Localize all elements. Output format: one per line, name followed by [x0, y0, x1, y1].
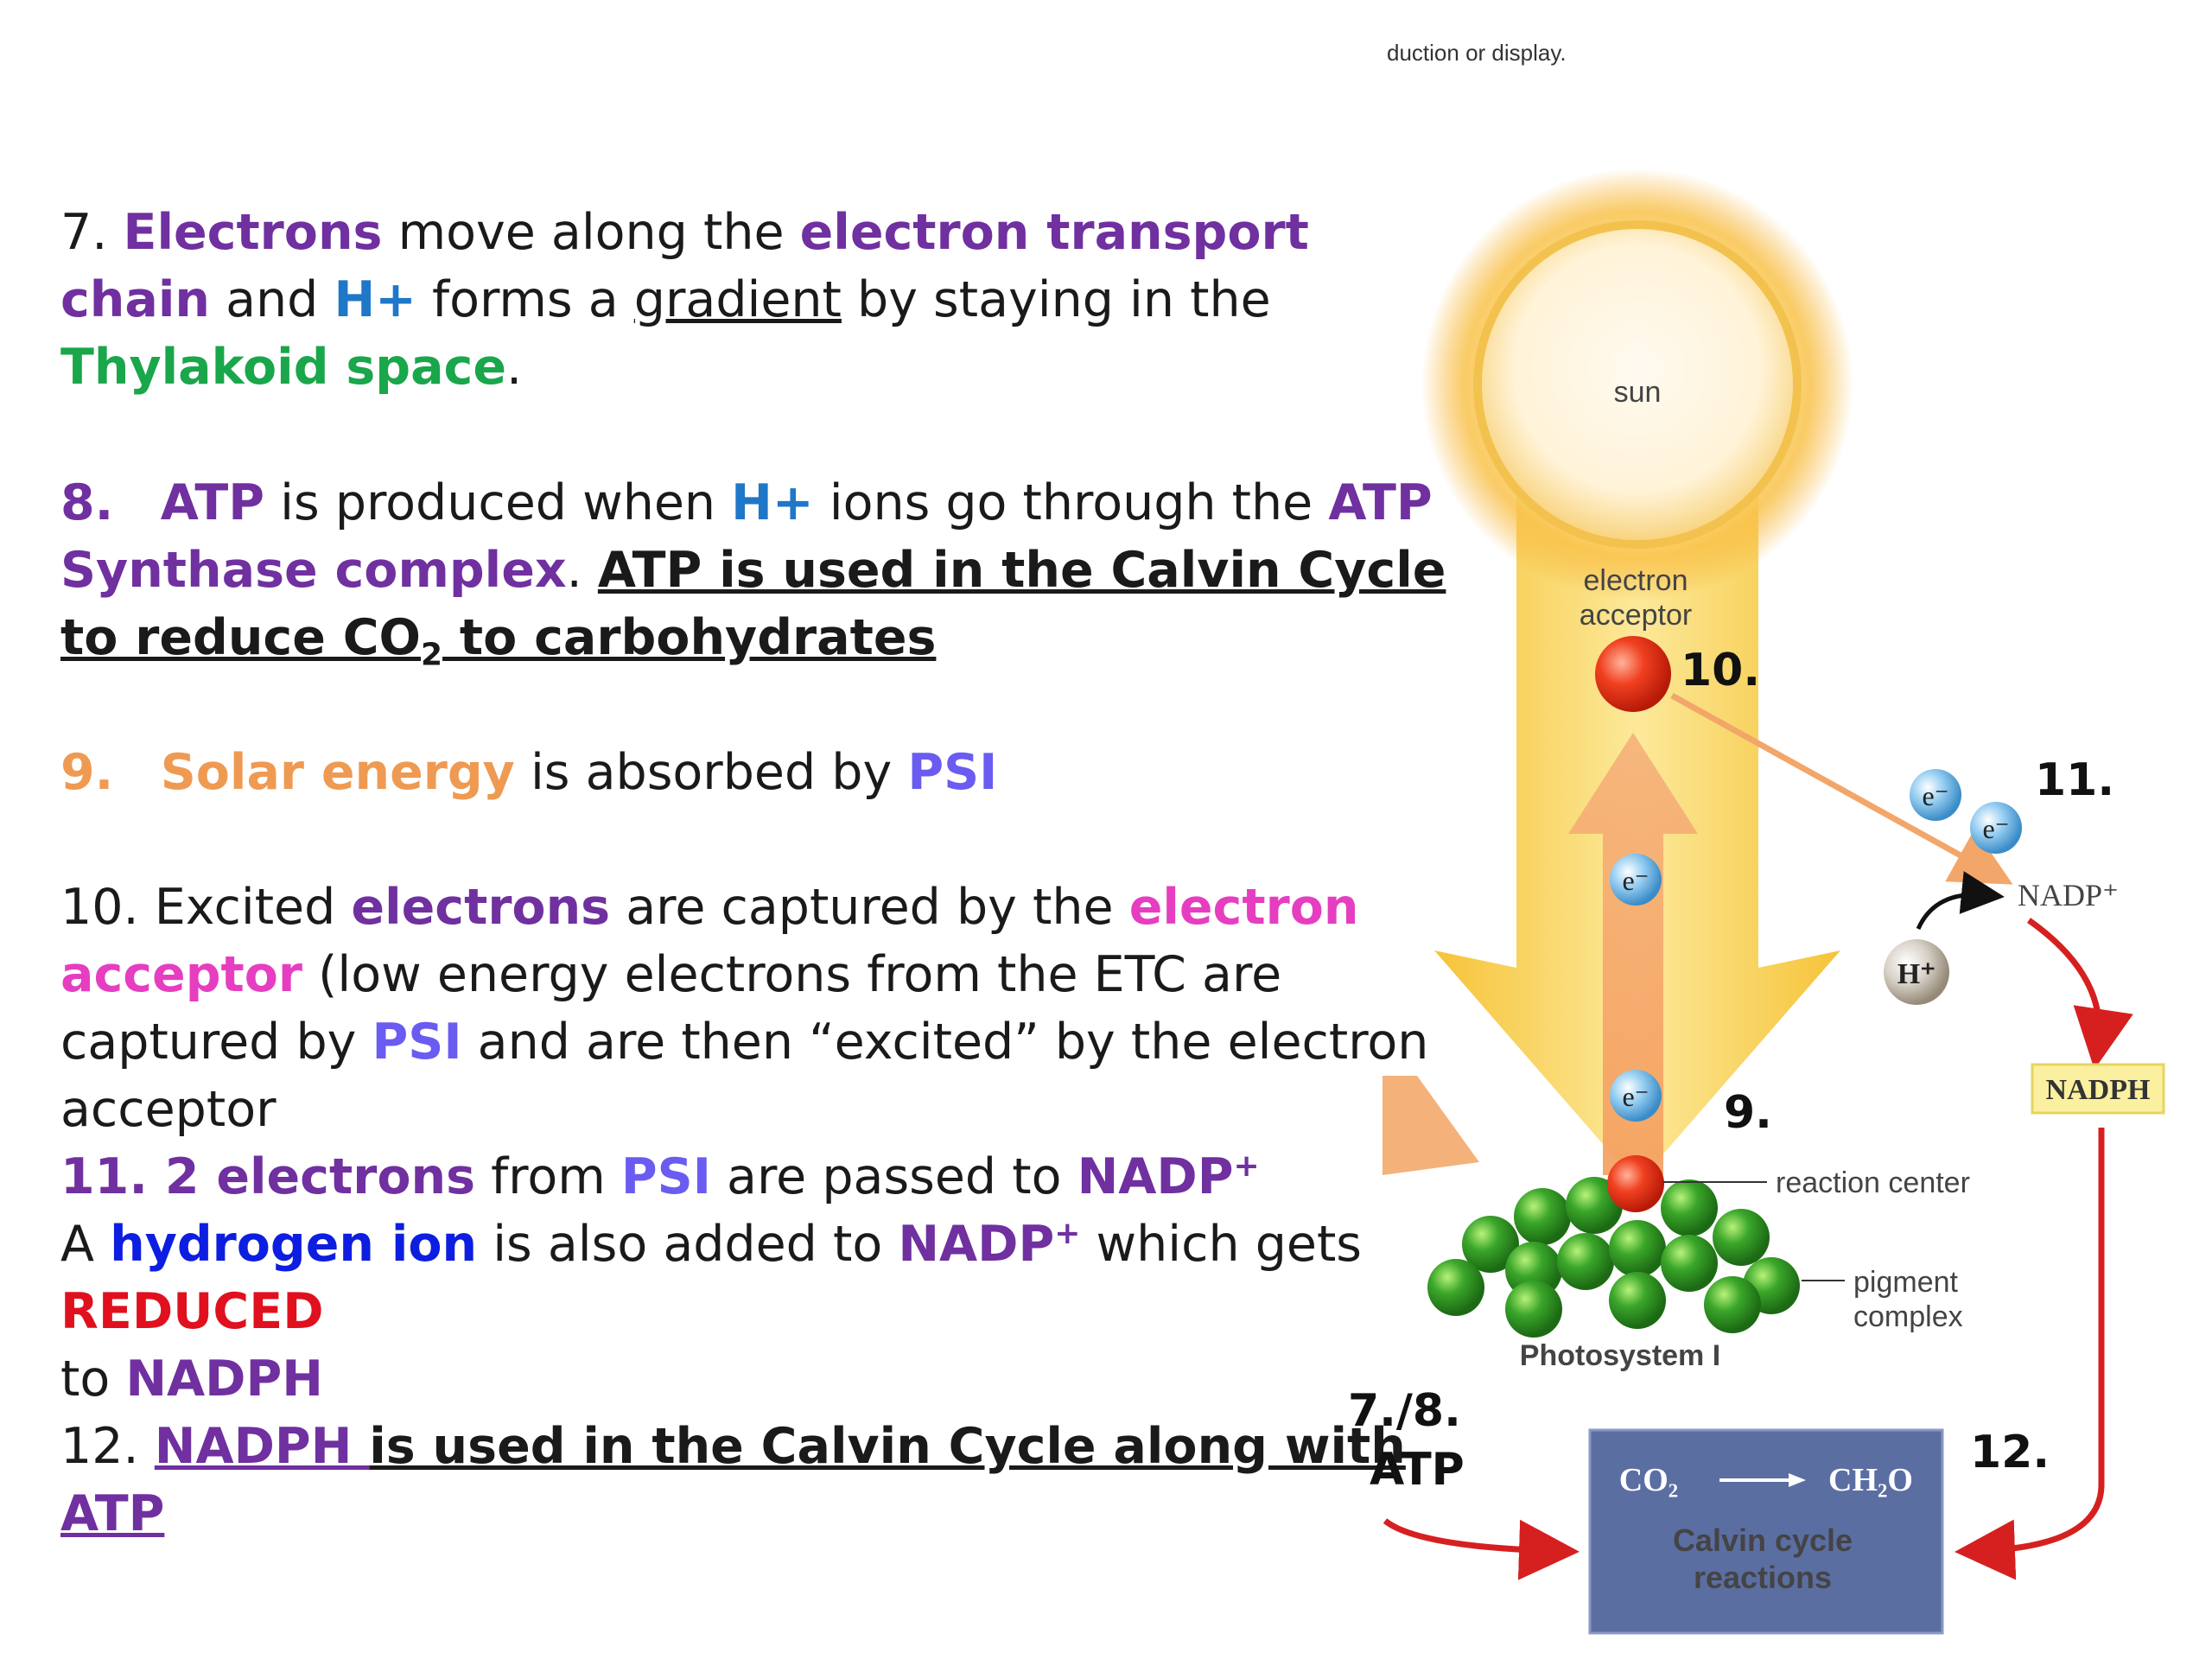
term-h-plus: H+	[334, 271, 416, 328]
energy-up-arrow	[1568, 733, 1698, 1175]
term-nadph: NADPH	[125, 1351, 323, 1408]
term-psi: PSI	[907, 744, 998, 801]
term-psi: PSI	[372, 1014, 462, 1071]
step-12-number: 12.	[60, 1418, 155, 1475]
label-11: 11.	[2035, 754, 2114, 806]
term-gradient: gradient	[633, 271, 842, 328]
term-atp-synthase-complex: ATP Synthase complex	[60, 474, 1433, 599]
step-7-text: 7. Electrons move along the electron tra…	[60, 204, 1309, 396]
label-10: 10.	[1681, 645, 1760, 696]
atp-calvin-statement: ATP is used in the Calvin Cycle to reduc…	[60, 542, 1446, 673]
term-reduced: REDUCED	[60, 1283, 324, 1340]
step-9-number: 9.	[60, 744, 114, 801]
term-atp: ATP	[160, 474, 265, 531]
nadph-to-calvin-arrow	[1955, 1128, 2105, 1580]
reaction-center-label: reaction center	[1776, 1166, 1970, 1199]
step-7-number: 7.	[60, 204, 124, 261]
calvin-cycle-statement: is used in the Calvin Cycle along with	[369, 1418, 1406, 1475]
step-11-text: 11. 2 electrons from PSI are passed to N…	[60, 1148, 1363, 1408]
sun	[1473, 220, 1802, 549]
step-10-number: 10.	[60, 879, 155, 936]
electron-4	[1970, 802, 2022, 854]
step-8-text: 8. ATP is produced when H+ ions go throu…	[60, 474, 1446, 673]
copyright-fragment: duction or display.	[1387, 40, 1567, 66]
calvin-cycle-box	[1588, 1428, 1944, 1635]
sun-label: sun	[1614, 376, 1662, 409]
electron-acceptor	[1595, 636, 1671, 712]
term-psi: PSI	[620, 1148, 711, 1205]
electron-acceptor-label-2: acceptor	[1580, 599, 1692, 632]
calvin-label: Calvin cycle	[1673, 1522, 1853, 1558]
term-thylakoid-space: Thylakoid space	[60, 339, 506, 396]
electron-transfer-arrow	[1670, 692, 2013, 885]
nadp-plus-label: NADP⁺	[2018, 878, 2119, 912]
hydrogen-ion	[1884, 939, 1949, 1005]
term-solar-energy: Solar energy	[160, 744, 515, 801]
calvin-ch2o-label: CH₂O	[1828, 1462, 1913, 1498]
pigment-complex	[1427, 1177, 1800, 1338]
photosystem-label: Photosystem I	[1520, 1339, 1720, 1372]
electron-3	[1910, 769, 1961, 821]
term-h-plus: H+	[731, 474, 814, 531]
term-hydrogen-ion: hydrogen ion	[110, 1216, 478, 1273]
nadph-label: NADPH	[2046, 1074, 2151, 1106]
label-7-8: 7./8.	[1348, 1385, 1461, 1437]
atp-label: ATP	[1370, 1444, 1465, 1496]
hydrogen-ion-label: H⁺	[1897, 958, 1936, 990]
nadph-box	[2031, 1063, 2165, 1115]
term-atp: ATP	[60, 1485, 165, 1542]
label-12: 12.	[1970, 1427, 2050, 1478]
calvin-co2-label: CO₂	[1619, 1462, 1678, 1498]
step-11-number: 11. 2 electrons	[60, 1148, 475, 1205]
term-nadp-plus: NADP+	[1077, 1148, 1260, 1205]
atp-to-calvin-arrow	[1382, 1518, 1580, 1580]
label-9: 9.	[1724, 1087, 1772, 1139]
electron-1-label: e⁻	[1622, 865, 1649, 896]
step-9-text: 9. Solar energy is absorbed by PSI	[60, 744, 998, 801]
electron-1	[1610, 854, 1662, 906]
electron-2	[1610, 1070, 1662, 1122]
term-electrons: Electrons	[123, 204, 383, 261]
pigment-complex-label-2: complex	[1853, 1300, 1963, 1333]
energy-cone	[1382, 1076, 1479, 1175]
step-10-text: 10. Excited electrons are captured by th…	[60, 879, 1429, 1138]
electron-acceptor-label: electron	[1584, 564, 1688, 597]
term-electron-acceptor: electron acceptor	[60, 879, 1359, 1003]
electron-4-label: e⁻	[1982, 813, 2009, 844]
step-12-text: 12. NADPH is used in the Calvin Cycle al…	[60, 1413, 1460, 1548]
electron-2-label: e⁻	[1622, 1081, 1649, 1112]
term-electron-transport-chain: electron transport chain	[60, 204, 1309, 328]
term-nadph: NADPH	[154, 1418, 370, 1475]
hydrogen-arrow	[1916, 871, 2005, 931]
step-8-number: 8.	[60, 474, 114, 531]
calvin-internal-arrowhead	[1789, 1473, 1806, 1487]
reaction-center	[1607, 1155, 1664, 1212]
term-electrons: electrons	[351, 879, 611, 936]
calvin-label-2: reactions	[1694, 1560, 1832, 1595]
term-nadp-plus: NADP+	[898, 1216, 1081, 1273]
nadph-arrow	[2026, 918, 2133, 1070]
pigment-complex-label: pigment	[1853, 1266, 1959, 1299]
electron-3-label: e⁻	[1922, 780, 1948, 811]
